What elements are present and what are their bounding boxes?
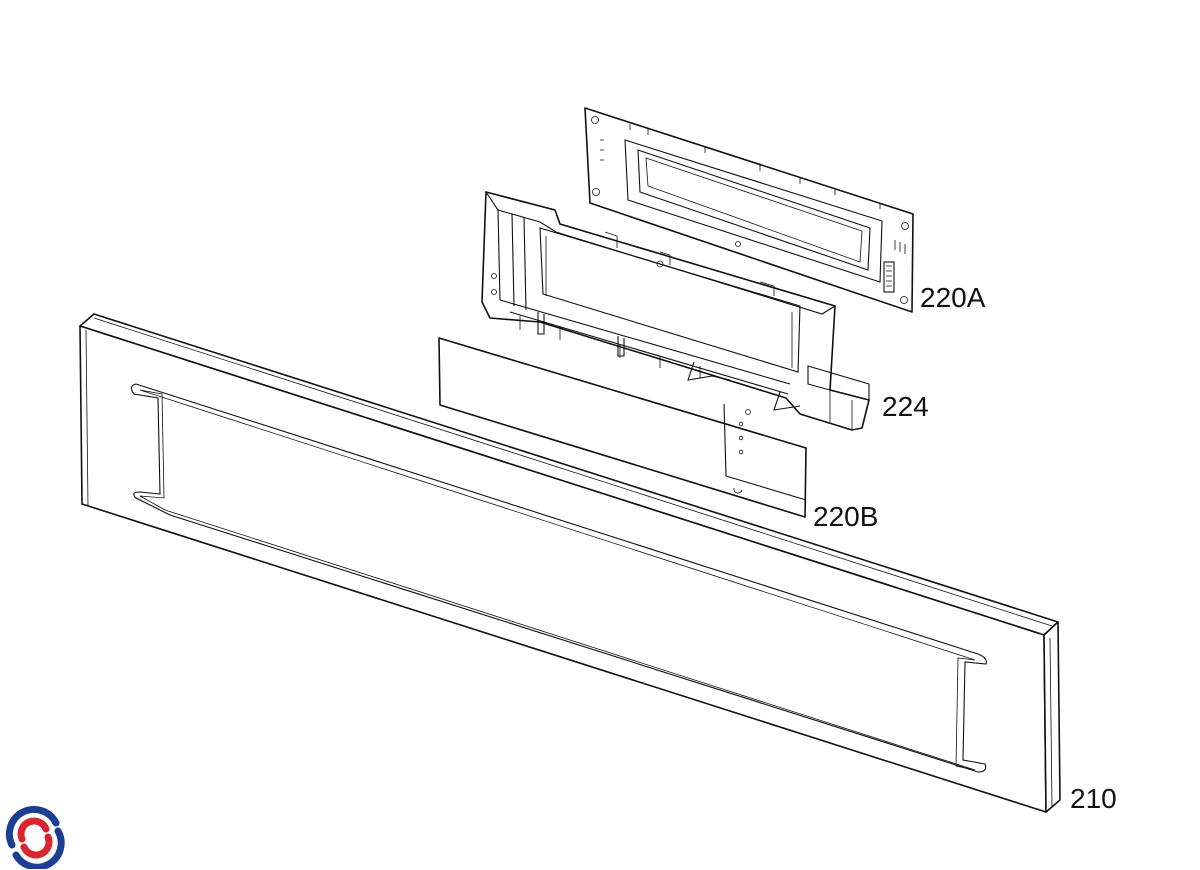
callout-220a: 220A xyxy=(920,282,986,313)
callout-224: 224 xyxy=(882,391,929,422)
control-board-220b xyxy=(438,337,807,518)
housing-224 xyxy=(481,191,870,431)
brand-logo-icon xyxy=(5,805,65,869)
callout-220b: 220B xyxy=(813,501,879,532)
callout-210: 210 xyxy=(1070,783,1117,814)
control-board-220a xyxy=(584,107,914,313)
control-panel-210 xyxy=(79,313,1061,813)
